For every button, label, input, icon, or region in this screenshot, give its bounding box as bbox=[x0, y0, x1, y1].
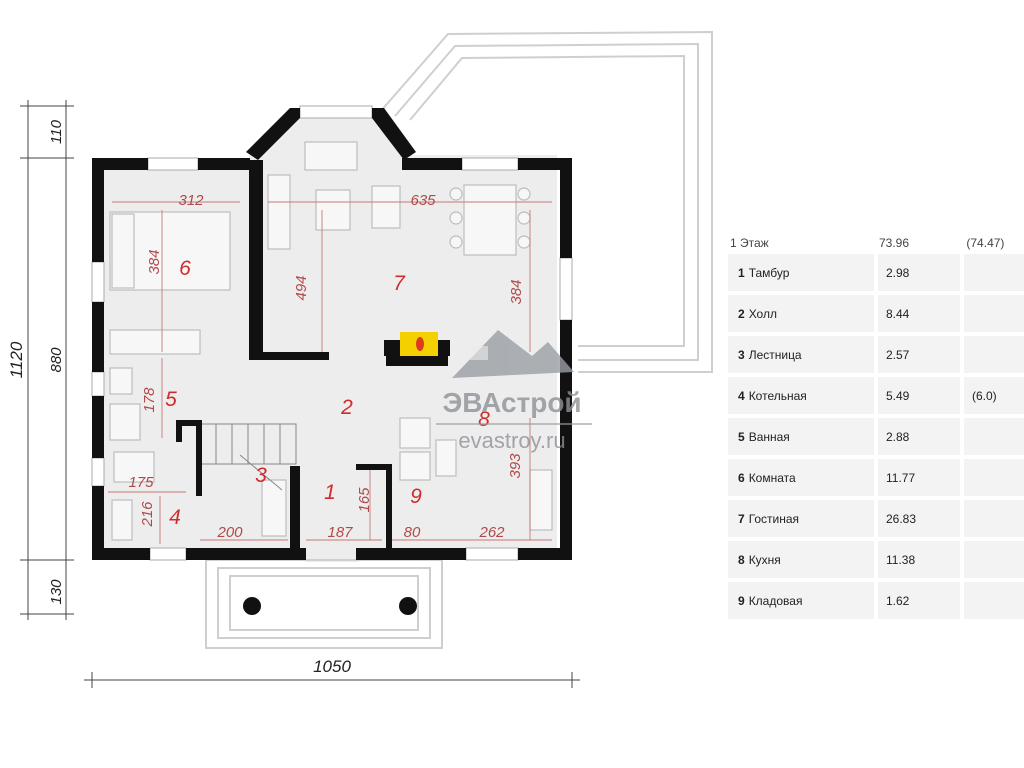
room-num: 3 bbox=[738, 347, 745, 362]
room-area: 1.62 bbox=[886, 593, 910, 608]
dim-384-right: 384 bbox=[508, 279, 525, 304]
dim-165: 165 bbox=[356, 487, 373, 513]
room-area: 2.57 bbox=[886, 347, 910, 362]
fireplace-flame-icon bbox=[416, 337, 424, 351]
floor-area: 73.96 bbox=[878, 236, 910, 250]
windows bbox=[91, 105, 573, 561]
room-extra: (6.0) bbox=[972, 388, 997, 403]
outer-dimension-lines bbox=[20, 100, 580, 688]
dim-262: 262 bbox=[478, 524, 505, 541]
floor-summary-row: 1 Этаж 73.96 (74.47) bbox=[728, 232, 1024, 254]
room-name: Тамбур bbox=[748, 265, 790, 280]
dim-175: 175 bbox=[128, 474, 154, 491]
room-area: 8.44 bbox=[886, 306, 910, 321]
dim-200: 200 bbox=[216, 524, 243, 541]
room-number-2: 2 bbox=[340, 396, 353, 419]
height-130-label: 130 bbox=[48, 579, 65, 605]
room-number-7: 7 bbox=[393, 272, 406, 295]
walls bbox=[92, 108, 572, 560]
room-area: 2.88 bbox=[886, 429, 910, 444]
room-name: Кухня bbox=[748, 552, 781, 567]
porch-column-right bbox=[399, 597, 417, 615]
room-name: Ванная bbox=[748, 429, 790, 444]
room-area: 11.38 bbox=[886, 552, 916, 567]
room-area: 5.49 bbox=[886, 388, 910, 403]
dim-635: 635 bbox=[410, 192, 436, 209]
room-name: Котельная bbox=[748, 388, 807, 403]
porch-column-left bbox=[243, 597, 261, 615]
watermark-name: ЭВАстрой bbox=[442, 387, 581, 418]
dimension-lines bbox=[108, 201, 552, 544]
room-num: 8 bbox=[738, 552, 745, 567]
watermark-url: evastroy.ru bbox=[458, 428, 565, 453]
dim-80: 80 bbox=[404, 524, 421, 541]
furniture bbox=[109, 141, 553, 541]
room-number-4: 4 bbox=[169, 506, 181, 529]
room-num: 7 bbox=[738, 511, 745, 526]
room-name: Комната bbox=[748, 470, 796, 485]
room-number-9: 9 bbox=[410, 485, 422, 508]
room-num: 6 bbox=[738, 470, 745, 485]
room-name: Кладовая bbox=[748, 593, 803, 608]
room-number-3: 3 bbox=[255, 464, 267, 487]
room-num: 9 bbox=[738, 593, 745, 608]
floor-total: (74.47) bbox=[966, 236, 1005, 250]
dim-494: 494 bbox=[293, 275, 310, 300]
room-name: Гостиная bbox=[748, 511, 800, 526]
dim-393: 393 bbox=[507, 453, 524, 479]
dim-178: 178 bbox=[141, 387, 158, 413]
dim-312: 312 bbox=[178, 192, 204, 209]
room-num: 1 bbox=[738, 265, 745, 280]
room-num: 4 bbox=[738, 388, 745, 403]
height-880-label: 880 bbox=[48, 347, 65, 373]
room-number-6: 6 bbox=[179, 257, 191, 280]
house-logo-icon bbox=[452, 330, 574, 378]
watermark: ЭВАстрой evastroy.ru bbox=[436, 330, 592, 453]
room-area: 26.83 bbox=[886, 511, 917, 526]
height-110-label: 110 bbox=[48, 119, 65, 144]
room-num: 5 bbox=[738, 429, 745, 444]
room-number-1: 1 bbox=[324, 481, 336, 504]
floor-label: 1 Этаж bbox=[730, 236, 769, 250]
room-num: 2 bbox=[738, 306, 745, 321]
room-area: 11.77 bbox=[886, 470, 916, 485]
room-area: 2.98 bbox=[886, 265, 910, 280]
dim-187: 187 bbox=[327, 524, 353, 541]
terrace bbox=[379, 30, 713, 373]
dim-384-left: 384 bbox=[146, 249, 163, 274]
room-name: Холл bbox=[748, 306, 777, 321]
room-name: Лестница bbox=[748, 347, 802, 362]
room-number-8: 8 bbox=[478, 408, 490, 431]
overall-width-label: 1050 bbox=[313, 657, 351, 676]
porch bbox=[205, 559, 443, 649]
room-number-5: 5 bbox=[165, 388, 177, 411]
overall-height-label: 1120 bbox=[7, 341, 26, 378]
dim-216: 216 bbox=[139, 501, 156, 528]
